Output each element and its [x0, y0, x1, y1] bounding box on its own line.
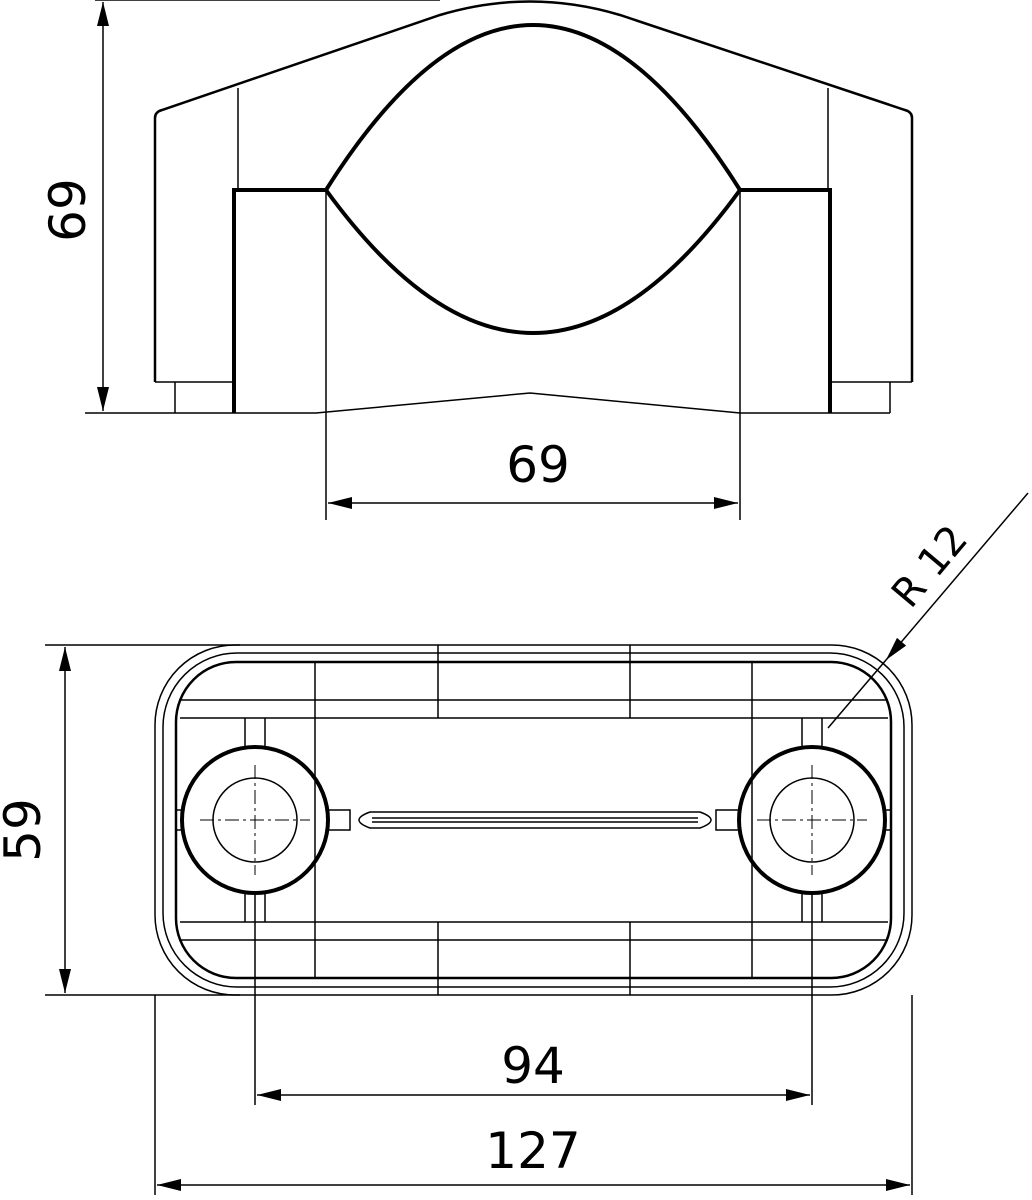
dim-top-width: 69 — [328, 436, 738, 509]
dim-label-hole-spacing: 94 — [501, 1037, 565, 1095]
plan-view — [45, 644, 913, 1195]
dim-label-radius: R 12 — [883, 517, 977, 617]
dim-hole-spacing: 94 — [257, 1037, 810, 1101]
dim-label-top-height: 69 — [39, 178, 97, 242]
dim-overall-length: 127 — [157, 1122, 910, 1191]
dim-label-top-width: 69 — [506, 436, 570, 494]
dim-radius: R 12 — [827, 492, 1029, 729]
front-view — [85, 0, 914, 520]
dim-label-overall-length: 127 — [485, 1122, 580, 1180]
dim-plan-height: 59 — [0, 647, 71, 993]
dim-label-plan-height: 59 — [0, 798, 52, 862]
dim-top-height: 69 — [39, 2, 109, 411]
